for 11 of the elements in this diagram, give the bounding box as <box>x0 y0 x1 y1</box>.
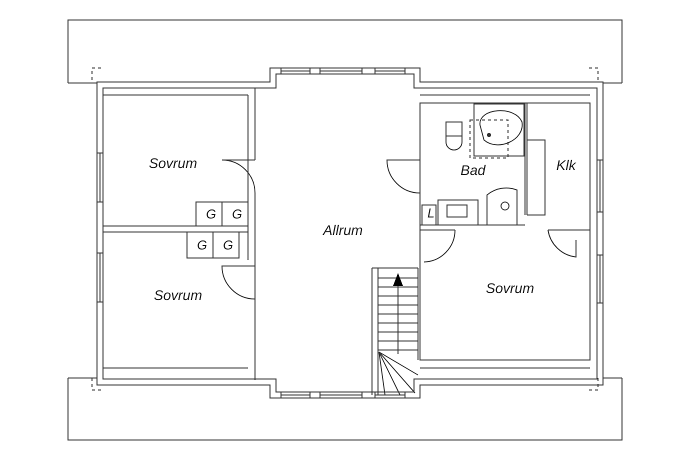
room-label: Klk <box>556 158 576 172</box>
room-label: Allrum <box>323 223 363 237</box>
closet-label: L <box>427 206 435 220</box>
room-label: Sovrum <box>486 281 534 295</box>
closet-label: G <box>232 208 242 220</box>
room-label: Bad <box>460 163 486 177</box>
closet-label: G <box>196 238 208 252</box>
room-label: Sovrum <box>148 156 198 170</box>
closet-label: G <box>222 238 234 252</box>
closet-label: G <box>206 208 216 220</box>
room-label: Sovrum <box>154 288 202 302</box>
